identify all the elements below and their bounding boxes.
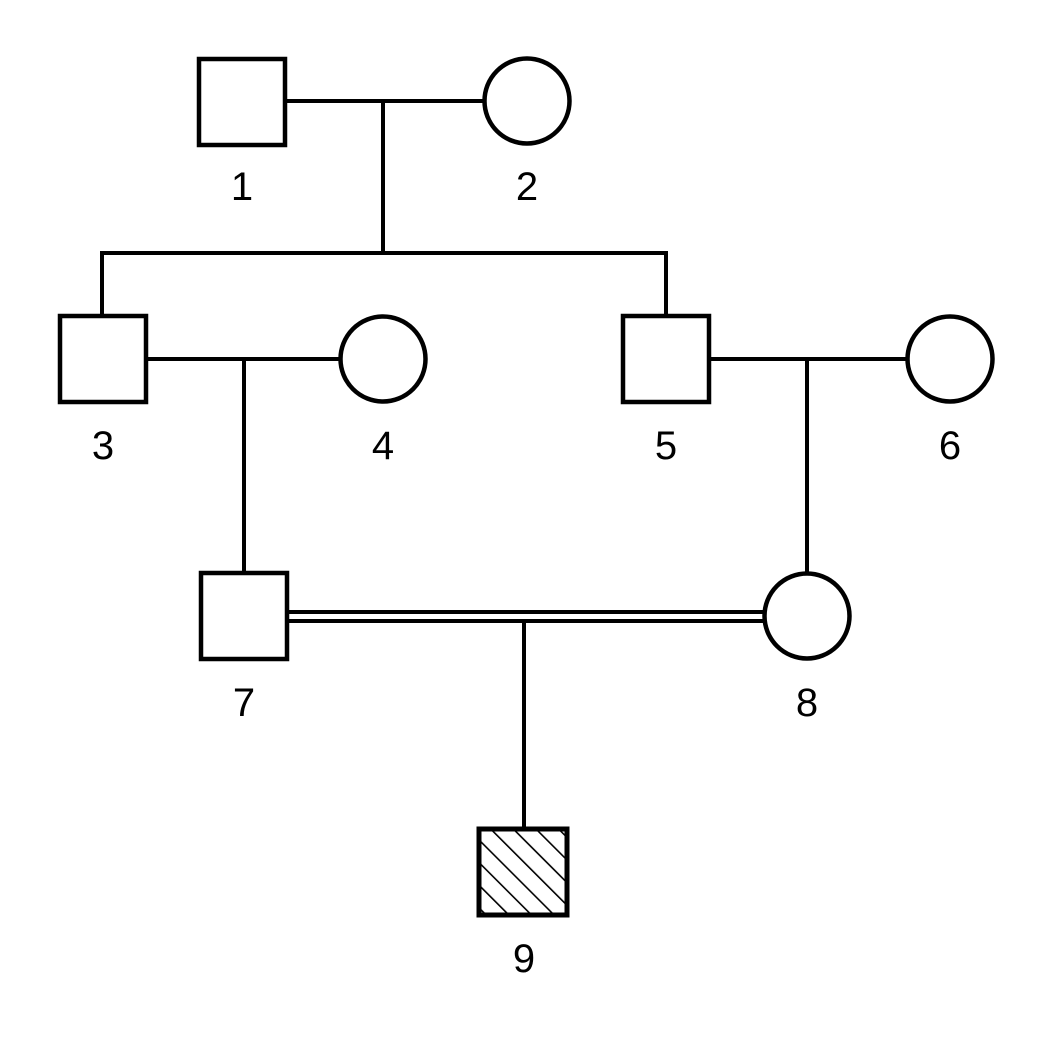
individual-4-female-circle[interactable] (338, 314, 428, 404)
individual-7-label: 7 (233, 681, 255, 725)
individual-9-label: 9 (513, 937, 535, 981)
individual-2-female-circle[interactable] (482, 56, 572, 146)
individual-2-label: 2 (516, 165, 538, 209)
generation-1-group: 1 2 (100, 56, 668, 255)
generation-4-group: 9 (476, 826, 570, 981)
individual-3-label: 3 (92, 424, 114, 468)
individual-6-label: 6 (939, 424, 961, 468)
individual-8-female-circle[interactable] (762, 571, 852, 661)
generation-2-group: 3 4 5 6 (57, 251, 995, 575)
individual-1-label: 1 (231, 165, 253, 209)
generation-3-group: 7 8 (198, 570, 852, 831)
individual-9-male-square-affected[interactable] (476, 826, 570, 918)
individual-5-label: 5 (655, 424, 677, 468)
individual-4-label: 4 (372, 424, 394, 468)
individual-8-label: 8 (796, 681, 818, 725)
individual-6-female-circle[interactable] (905, 314, 995, 404)
individual-1-male-square[interactable] (196, 56, 288, 148)
individual-3-male-square[interactable] (57, 313, 149, 405)
individual-7-male-square[interactable] (198, 570, 290, 662)
individual-5-male-square[interactable] (620, 313, 712, 405)
